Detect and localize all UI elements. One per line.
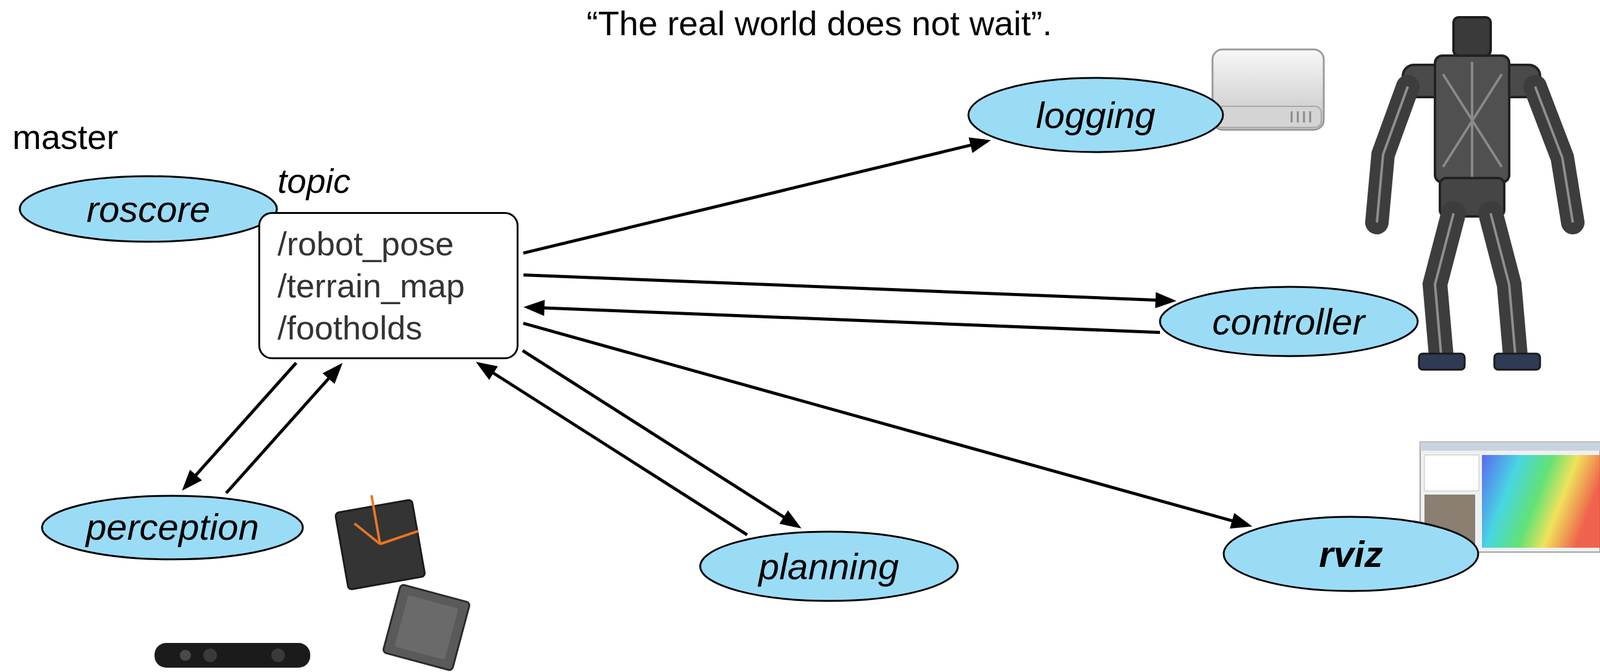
node-ellipse-outline — [42, 495, 303, 560]
ros-node: rviz — [1222, 515, 1480, 593]
topic-name: /robot_pose — [277, 222, 502, 265]
text-label: “The real world does not wait”. — [586, 3, 1052, 44]
connector-line — [522, 350, 785, 518]
connector-line — [226, 377, 330, 494]
node-label: controller — [1212, 300, 1366, 343]
arrow-head — [968, 137, 991, 153]
node-ellipse-outline — [700, 531, 958, 601]
ros-node: planning — [698, 530, 960, 602]
arrow-head — [523, 299, 545, 316]
node-label: rviz — [1318, 532, 1383, 576]
node-label: logging — [1035, 93, 1156, 137]
node-label: planning — [758, 545, 900, 588]
arrow-head — [475, 361, 499, 380]
topic-group: /robot_pose/terrain_map/footholdstopic — [258, 211, 519, 360]
topic-box: /robot_pose/terrain_map/footholds — [258, 211, 519, 360]
arrow-head — [322, 362, 343, 384]
connector-line — [523, 323, 1234, 521]
connector-line — [543, 307, 1160, 333]
node-ellipse-outline — [1223, 516, 1479, 591]
topic-connector — [522, 350, 802, 528]
topic-connector — [523, 323, 1253, 529]
topic-name: /footholds — [277, 306, 502, 349]
connector-line — [523, 275, 1157, 301]
topic-connector — [523, 275, 1177, 309]
node-ellipse-outline — [1159, 286, 1418, 356]
topic-connector — [475, 361, 748, 535]
connector-line — [492, 372, 748, 535]
node-ellipse-outline — [968, 77, 1224, 153]
node-ellipse-outline — [19, 176, 277, 242]
ros-node: controller — [1158, 285, 1419, 358]
topic-connector — [523, 299, 1160, 333]
ros-node: perception — [40, 494, 305, 561]
node-label: roscore — [86, 187, 211, 231]
topic-connector — [226, 362, 343, 494]
connector-line — [195, 362, 297, 476]
arrow-head — [1229, 512, 1253, 529]
drive-icon — [1212, 49, 1324, 130]
topic-heading: topic — [277, 161, 351, 201]
imu-chip — [382, 584, 471, 671]
arrow-head — [181, 469, 202, 491]
imu-chip — [333, 488, 427, 590]
arrow-head — [779, 509, 802, 528]
connector-line — [523, 144, 973, 253]
ros-node: roscore — [18, 174, 279, 243]
topic-name: /terrain_map — [277, 264, 502, 307]
text-label: master — [12, 117, 119, 157]
topic-connector — [181, 362, 297, 491]
ros-node: logging — [967, 76, 1225, 154]
node-label: perception — [85, 505, 259, 549]
depth-camera — [154, 642, 311, 668]
topic-connector — [523, 137, 992, 253]
